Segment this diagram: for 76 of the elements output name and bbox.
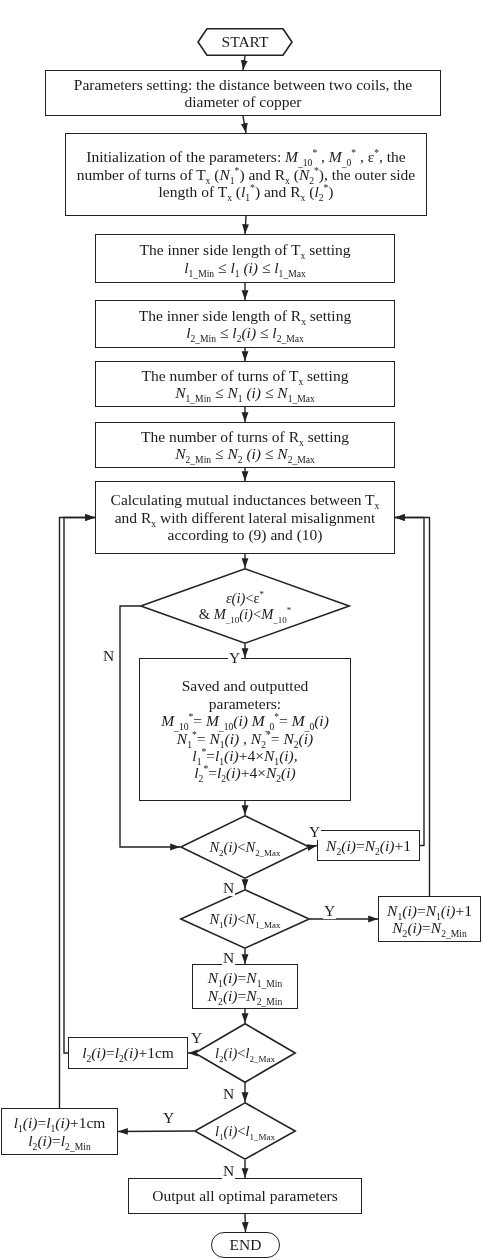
box-text: END xyxy=(229,1236,262,1254)
arrow xyxy=(241,948,249,965)
box-text: l$_{2_Min}$ ≤ l$_{2}$(i) ≤ l$_{2_Max}$ xyxy=(186,324,304,342)
box-text: l$_{2}$(i)=l$_{2}$(i)+1cm xyxy=(82,1044,174,1062)
box-text: N$_{2}$(i)=N$_{2_Min}$ xyxy=(392,919,467,937)
box-text: The number of turns of T$_{x}$ setting xyxy=(141,366,349,384)
edge-label: Y xyxy=(323,903,337,919)
box-text: N$_{1_Min}$ ≤ N$_{1}$ (i) ≤ N$_{1_Max}$ xyxy=(175,384,315,402)
arrow xyxy=(241,467,249,482)
arrow xyxy=(242,215,249,235)
box-text: l$_{2}$(i)<l$_{2_Max}$ xyxy=(215,1044,275,1062)
edge-label: Y xyxy=(162,1110,176,1126)
box-heading: Saved and outputted parameters: xyxy=(180,677,310,713)
box-text: The inner side length of T$_{x}$ setting xyxy=(139,241,351,259)
decision-diamond xyxy=(180,815,310,879)
edge-label: N xyxy=(222,1163,236,1179)
process-box xyxy=(45,70,441,116)
box-text: N$_{1}$(i)<N$_{1_Max}$ xyxy=(209,910,281,928)
process-box xyxy=(95,422,395,468)
arrow xyxy=(309,915,379,923)
process-box xyxy=(95,234,395,283)
edge-label: N xyxy=(222,880,236,896)
box-text: N$_{2}$(i)=N$_{2}$(i)+1 xyxy=(326,836,411,855)
box-text: Parameters setting: the distance between two coils, the diameter of copper xyxy=(72,75,414,111)
edge-label: N xyxy=(222,950,236,966)
box-text: l$_{1}$(i)<l$_{1_Max}$ xyxy=(215,1122,275,1140)
box-text: Calculating mutual inductances between T$_{x}$ and R$_{x}$ with different lateral misalignment according to (9) and (10) xyxy=(109,491,381,544)
arrow xyxy=(117,1128,195,1135)
process-box xyxy=(65,133,427,216)
start-terminal xyxy=(197,28,293,56)
box-text: N$_{1}$(i)=N$_{1_Min}$ xyxy=(207,969,283,987)
arrow xyxy=(241,406,249,423)
box-text: M$_{_10}$$^{*}$= M$_{_10}$(i) M$_{_0}$$^{*}$= M$_{_0}$(i) xyxy=(161,712,329,730)
box-text: The number of turns of R$_{x}$ setting xyxy=(141,427,349,445)
box-text: N$_{1}$(i)=N$_{1}$(i)+1 xyxy=(387,901,472,919)
arrow xyxy=(119,605,181,851)
arrow xyxy=(241,878,249,890)
arrow xyxy=(240,115,248,134)
edge-label: Y xyxy=(308,824,322,840)
arrow xyxy=(241,1159,249,1179)
process-box xyxy=(95,361,395,407)
box-text: ε(i)<ε$^{*}$ xyxy=(225,589,265,606)
box-text: START xyxy=(221,33,269,51)
end-terminal xyxy=(211,1232,280,1258)
box-text: The inner side length of R$_{x}$ setting xyxy=(138,306,352,324)
arrow xyxy=(187,1049,198,1057)
process-box xyxy=(192,964,298,1009)
arrow xyxy=(241,643,249,659)
edge-label: N xyxy=(102,648,116,664)
box-text: N$_{2_Min}$ ≤ N$_{2}$ (i) ≤ N$_{2_Max}$ xyxy=(175,445,315,463)
box-text: l$_{1}$(i)=l$_{1}$(i)+1cm xyxy=(13,1114,106,1132)
arrow xyxy=(241,347,249,362)
arrow xyxy=(241,1213,249,1233)
box-text: N$_{2}$(i)<N$_{2_Max}$ xyxy=(209,838,281,856)
arrow xyxy=(306,844,318,851)
arrow xyxy=(241,1008,249,1024)
box-text: Initialization of the parameters: M$_{_10}$$^{*}$ , M$_{_0}$$^{*}$ , ε$^{*}$, the number of turns of T$_{x}$ (N$_{1}$$^{*}$) and R$_{x}$ (N$_{2}$$^{*}$), the outer side length of T$_{x}$ (l$_{1}$$^{*}$) and R$_{x}$ (l$_{2}$$^{*}$) xyxy=(75,148,417,201)
arrow xyxy=(241,1082,249,1103)
arrow xyxy=(394,514,431,897)
process-box xyxy=(128,1178,362,1214)
decision-diamond xyxy=(140,568,350,644)
edge-label: N xyxy=(222,1086,236,1102)
arrow xyxy=(241,553,249,569)
arrow xyxy=(241,800,249,816)
arrow xyxy=(241,55,248,71)
process-box xyxy=(1,1108,118,1155)
arrow xyxy=(58,514,96,1109)
box-text: Output all optimal parameters xyxy=(152,1187,338,1205)
edge-label: Y xyxy=(190,1030,204,1046)
arrow xyxy=(241,282,249,301)
process-box xyxy=(95,481,395,554)
edge-label: Y xyxy=(228,650,242,666)
decision-diamond xyxy=(194,1102,296,1160)
process-box xyxy=(378,896,481,942)
process-box xyxy=(95,300,395,348)
process-box xyxy=(68,1037,188,1069)
